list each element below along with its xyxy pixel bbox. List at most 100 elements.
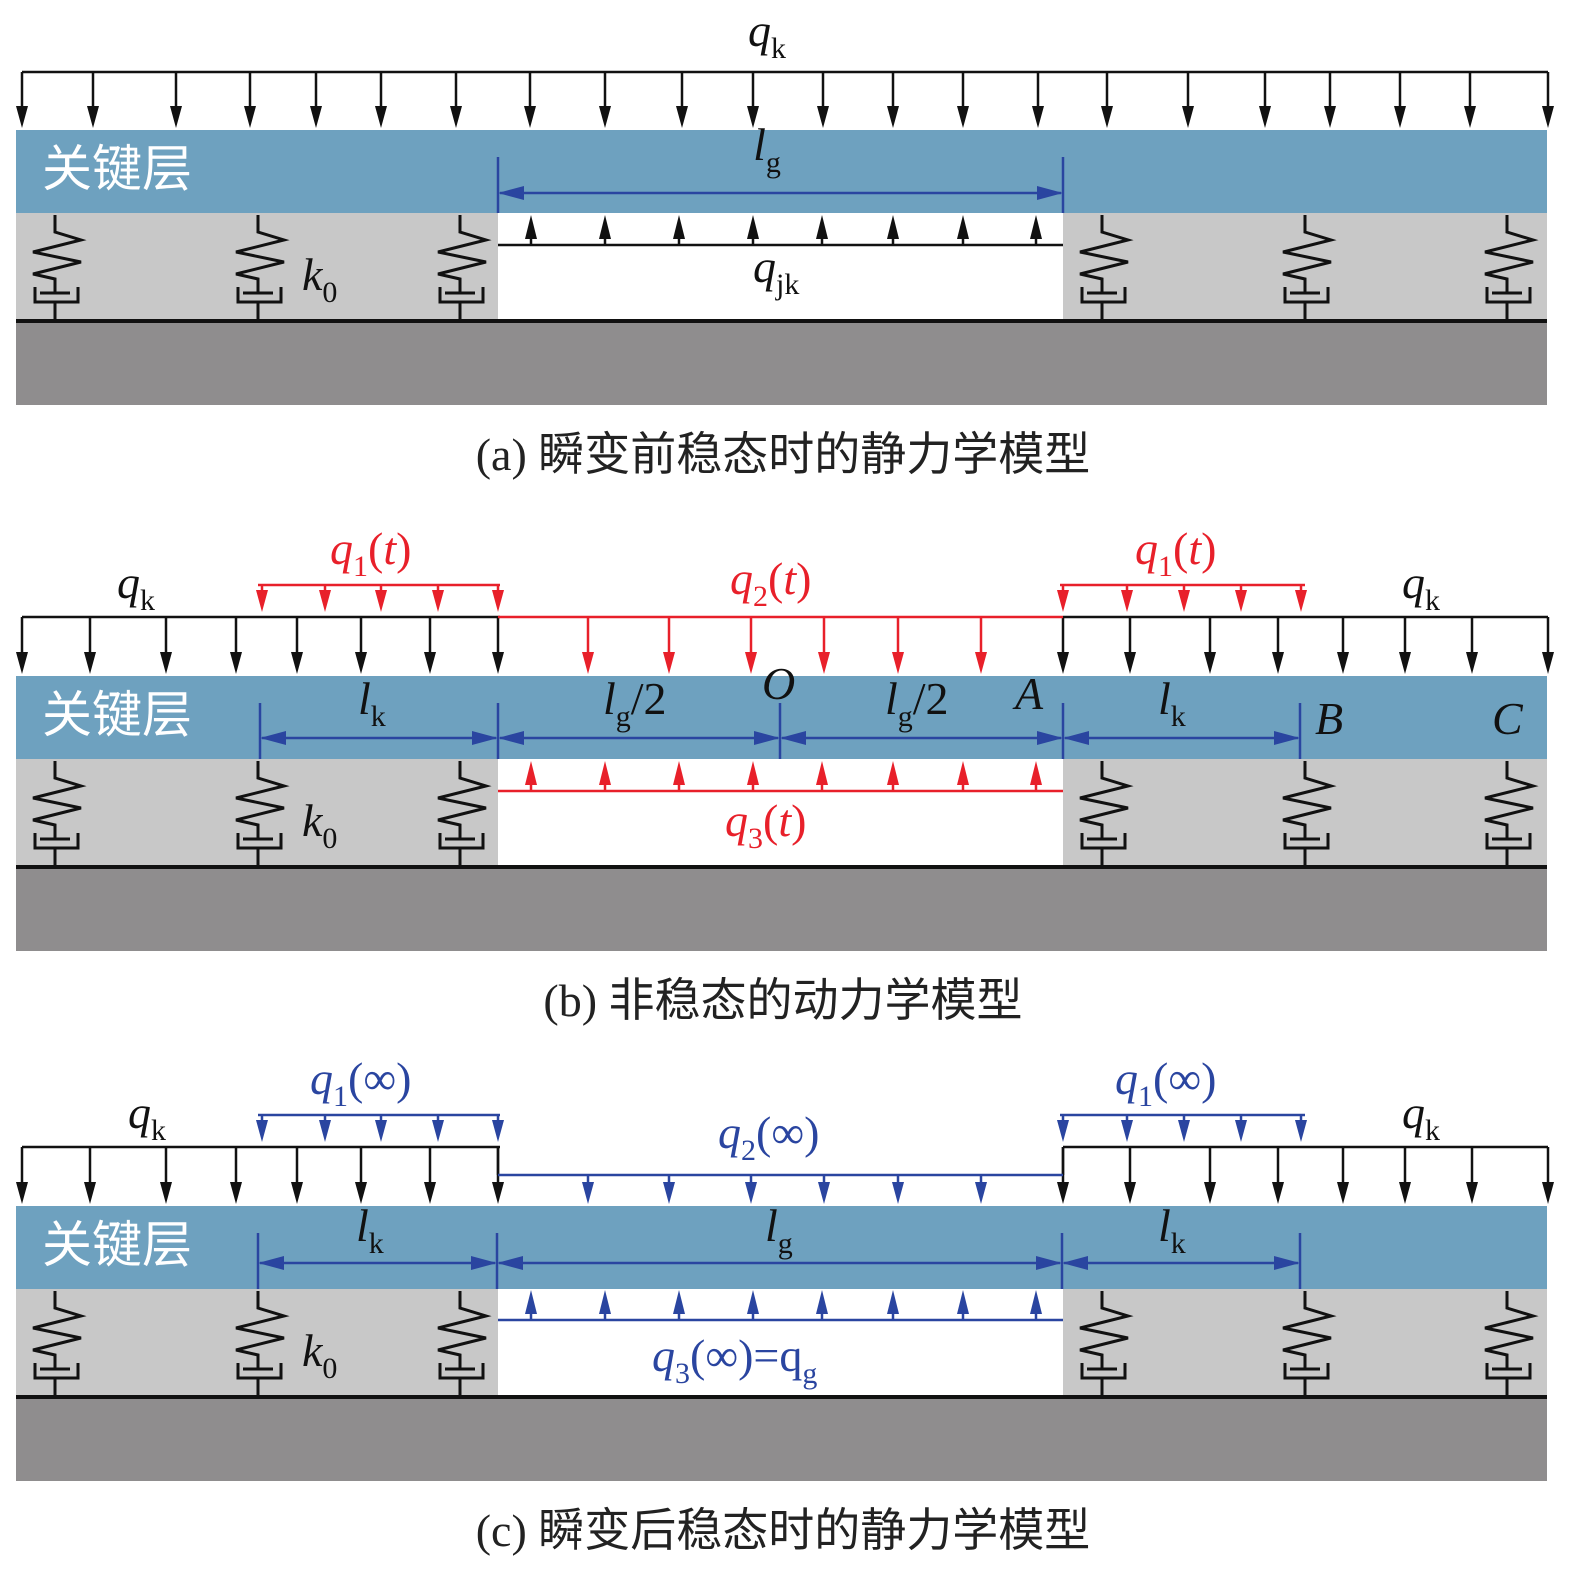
load-arrow-down	[1542, 1147, 1554, 1204]
arrow-head	[892, 652, 904, 674]
load-arrow-down	[375, 585, 387, 612]
support-arrow-up	[673, 215, 685, 245]
spring-damper-icon	[32, 1291, 87, 1396]
arrow-head	[160, 1182, 172, 1204]
arrow-head	[745, 1182, 757, 1204]
label-part: (	[368, 523, 383, 574]
arrow-head	[1542, 106, 1554, 128]
arrow-head	[663, 652, 675, 674]
arrow-head	[975, 652, 987, 674]
label-part: l	[358, 673, 371, 724]
arrow-head	[525, 1290, 537, 1314]
label-part: k	[369, 1227, 384, 1260]
load-label-q1inf-left: q1(∞)	[310, 1053, 411, 1113]
load-arrow-down	[663, 1175, 675, 1204]
arrow-head	[1337, 652, 1349, 674]
load-arrow-down	[892, 1175, 904, 1204]
arrow-head	[1399, 652, 1411, 674]
spring-damper-icon	[1079, 1291, 1134, 1396]
arrow-head	[160, 652, 172, 674]
label-part: 3	[675, 1357, 690, 1390]
label-part: 0	[322, 1352, 337, 1385]
arrow-head	[816, 1290, 828, 1314]
arrow-head	[355, 652, 367, 674]
arrow-head	[1178, 1120, 1190, 1142]
load-arrow-down	[1204, 617, 1216, 674]
support-arrow-up	[747, 1290, 759, 1320]
load-arrow-down	[1178, 1115, 1190, 1142]
support-arrow-up	[525, 1290, 537, 1320]
panel-caption: (b) 非稳态的动力学模型	[543, 975, 1022, 1026]
load-label-q2inf: q2(∞)	[718, 1107, 819, 1167]
arrow-head	[1272, 1182, 1284, 1204]
label-part: q	[310, 1053, 333, 1104]
load-arrow-down	[887, 72, 899, 128]
label-part: q	[718, 1107, 741, 1158]
label-part: q	[1135, 523, 1158, 574]
load-arrow-down	[230, 617, 242, 674]
panel-caption: (c) 瞬变后稳态时的静力学模型	[476, 1505, 1091, 1556]
arrow-head	[1235, 590, 1247, 612]
load-arrow-down	[319, 585, 331, 612]
arrow-head	[673, 761, 685, 785]
load-arrow-down	[1235, 1115, 1247, 1142]
label-part: 1	[353, 550, 368, 583]
support-arrow-up	[957, 215, 969, 245]
label-part: )	[791, 795, 806, 846]
arrow-head	[432, 590, 444, 612]
arrow-head	[1062, 1256, 1088, 1270]
arrow-head	[310, 106, 322, 128]
arrow-head	[1204, 652, 1216, 674]
arrow-head	[747, 1290, 759, 1314]
arrow-head	[1466, 1182, 1478, 1204]
label-part: )	[796, 553, 811, 604]
load-arrow-down	[1295, 1115, 1307, 1142]
load-arrow-down	[291, 1147, 303, 1204]
arrow-head	[745, 652, 757, 674]
spring-damper-icon	[1282, 1291, 1337, 1396]
load-arrow-down	[1272, 617, 1284, 674]
arrow-head	[818, 1182, 830, 1204]
arrow-head	[975, 1182, 987, 1204]
load-arrow-down	[1235, 585, 1247, 612]
arrow-head	[957, 215, 969, 239]
load-arrow-down	[1101, 72, 1113, 128]
label-part: t	[1188, 523, 1202, 574]
support-arrow-up	[957, 1290, 969, 1320]
arrow-head	[1274, 731, 1300, 745]
arrow-head	[817, 106, 829, 128]
load-arrow-down	[1124, 617, 1136, 674]
load-arrow-down	[524, 72, 536, 128]
label-part: (∞)	[1153, 1053, 1216, 1104]
arrow-head	[892, 1182, 904, 1204]
load-arrow-down	[1057, 585, 1069, 612]
arrow-head	[525, 215, 537, 239]
arrow-head	[319, 1120, 331, 1142]
label-part: )	[396, 523, 411, 574]
arrow-head	[957, 1290, 969, 1314]
arrow-head	[432, 1120, 444, 1142]
load-arrow-down	[817, 72, 829, 128]
load-label-q1t-right: q1(t)	[1135, 523, 1216, 583]
load-arrow-down	[582, 617, 594, 674]
load-arrow-down	[1057, 617, 1069, 674]
load-arrow-down	[492, 585, 504, 612]
support-arrow-up	[887, 215, 899, 245]
load-arrow-down	[432, 585, 444, 612]
arrow-head	[16, 652, 28, 674]
support-arrow-up	[673, 761, 685, 791]
label-part: l	[765, 1200, 778, 1251]
key-layer-label: 关键层	[42, 140, 192, 198]
arrow-head	[258, 1256, 284, 1270]
arrow-head	[375, 590, 387, 612]
load-arrow-down	[1124, 1147, 1136, 1204]
load-arrow-down	[1337, 617, 1349, 674]
load-arrow-down	[1272, 1147, 1284, 1204]
load-arrow-down	[1464, 72, 1476, 128]
load-arrow-down	[492, 617, 504, 674]
label-part: q	[652, 1330, 675, 1381]
dimension-line	[498, 731, 780, 745]
point-label-O: O	[762, 658, 795, 709]
arrow-head	[1272, 652, 1284, 674]
